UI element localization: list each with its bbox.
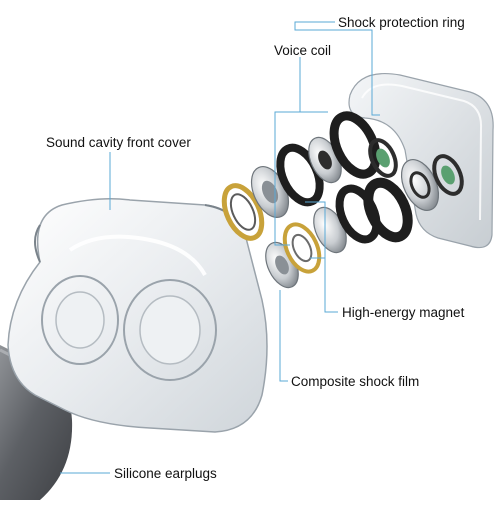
driver-components — [221, 111, 464, 289]
leader-shock-ring — [294, 21, 380, 116]
leader-lines — [60, 21, 380, 474]
cavity-port-left — [41, 275, 119, 365]
leader-film — [279, 290, 288, 382]
label-voice-coil: Voice coil — [274, 43, 332, 58]
back-cover-plate — [348, 72, 494, 249]
label-shock-protection-ring: Shock protection ring — [338, 15, 465, 30]
dark-ring-3 — [363, 177, 413, 243]
leader-magnet — [305, 201, 338, 313]
label-high-energy-magnet: High-energy magnet — [342, 305, 465, 320]
label-sound-cavity-front-cover: Sound cavity front cover — [46, 135, 191, 150]
label-composite-shock-film: Composite shock film — [291, 374, 420, 389]
sound-cavity-front-cover — [7, 198, 268, 433]
label-silicone-earplugs: Silicone earplugs — [114, 466, 217, 481]
shock-ring-dark — [329, 111, 381, 179]
voice-coil-ring-gold — [221, 183, 265, 241]
leader-voice-coil — [274, 57, 301, 246]
cavity-port-right — [123, 279, 217, 381]
